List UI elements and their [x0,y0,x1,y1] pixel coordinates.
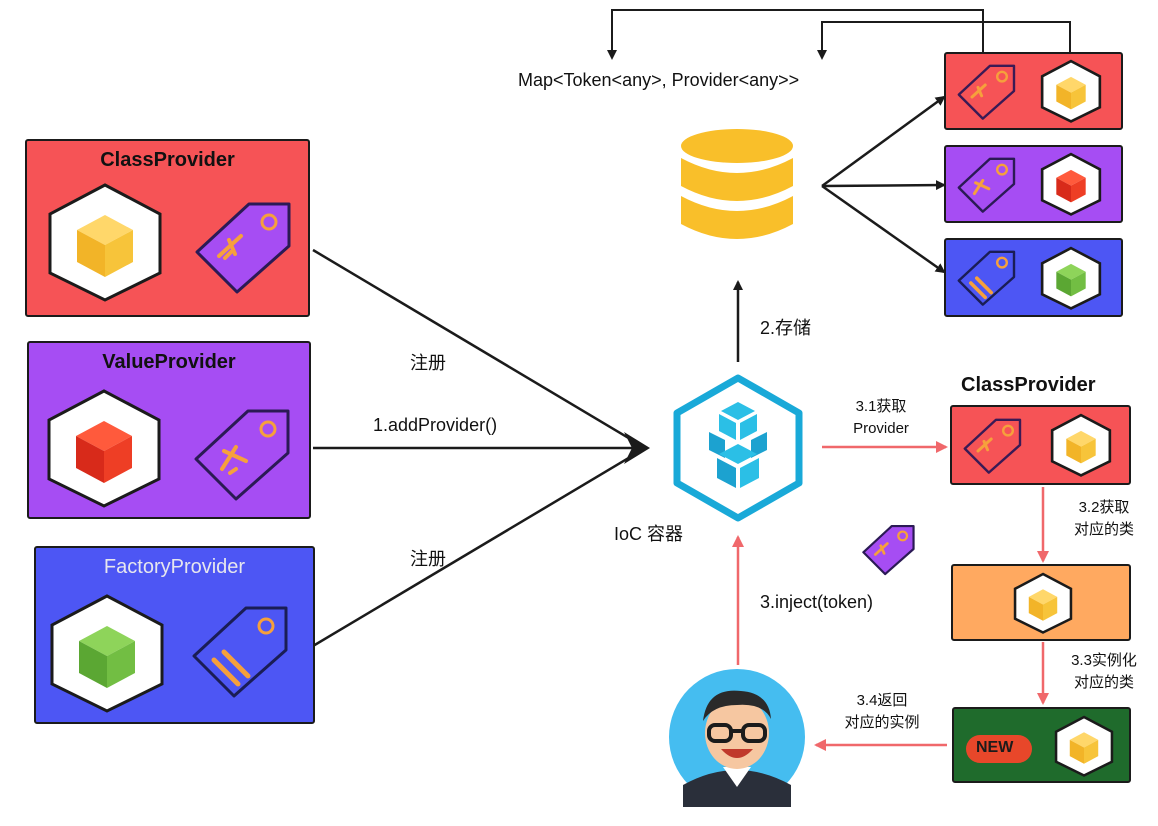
class-definition-card [951,564,1131,641]
class-provider-title: ClassProvider [100,149,235,171]
ioc-container-icon [673,374,803,522]
factory-provider-card: FactoryProvider [34,546,315,724]
tag-icon [195,202,291,294]
class-provider-register-line [312,248,643,448]
cube-icon [50,594,164,713]
cube-icon [1040,246,1102,310]
new-badge-icon [966,735,1032,763]
factory-provider-register-line [312,448,643,648]
tag-icon [192,606,288,698]
cube-icon [47,389,161,508]
get-class-label: 3.2获取 对应的类 [1058,497,1150,541]
db-to-entry-2-arrow [821,180,946,191]
db-to-entry-1-arrow [821,95,946,188]
store-label: 2.存储 [760,318,812,338]
map-entry-factory [944,238,1123,317]
new-badge-label: NEW [976,739,1014,756]
user-avatar-icon [669,669,805,807]
tag-icon [194,409,290,501]
instantiate-label-line2: 对应的类 [1073,674,1134,691]
tag-icon [862,525,915,576]
register-top-label: 注册 [410,353,446,373]
inject-label: 3.inject(token) [760,592,874,612]
tag-icon [957,250,1016,306]
ioc-label: IoC 容器 [614,524,684,544]
get-class-label-line2: 对应的类 [1073,521,1134,538]
return-instance-label-line2: 对应的实例 [844,714,920,731]
database-icon [681,129,793,239]
db-to-entry-3-arrow [821,184,946,274]
get-provider-label-line1: 3.1获取 [855,398,907,415]
get-provider-label-line2: Provider [853,420,909,437]
get-provider-label: 3.1获取 Provider [832,396,930,440]
ioc-arrowhead [624,432,650,464]
cube-icon [48,183,162,302]
instance-card: NEW [952,707,1131,783]
return-instance-label: 3.4返回 对应的实例 [830,690,934,734]
resolved-provider-card [950,405,1131,485]
get-class-label-line1: 3.2获取 [1078,499,1130,516]
resolved-provider-title: ClassProvider [961,374,1096,396]
map-label: Map<Token<any>, Provider<any>> [518,70,800,90]
instantiate-label-line1: 3.3实例化 [1071,652,1137,669]
map-feedback-inner-line [817,21,1071,60]
register-bottom-label: 注册 [410,549,446,569]
tag-icon [963,418,1022,474]
map-entry-value [944,145,1123,223]
factory-provider-title: FactoryProvider [103,556,246,578]
value-provider-card: ValueProvider [27,341,311,519]
tag-icon [957,157,1016,213]
map-entry-class [944,52,1123,130]
tag-icon [957,64,1016,120]
cube-icon [1040,59,1102,123]
cube-icon [1054,715,1114,777]
cube-icon [1050,413,1112,477]
cube-icon [1013,572,1073,634]
instantiate-label: 3.3实例化 对应的类 [1056,650,1152,694]
return-instance-label-line1: 3.4返回 [856,692,908,709]
add-provider-label: 1.addProvider() [373,415,498,435]
map-feedback-outer-line [607,9,984,60]
cube-icon [1040,152,1102,216]
value-provider-title: ValueProvider [102,351,236,373]
class-provider-card: ClassProvider [25,139,310,317]
